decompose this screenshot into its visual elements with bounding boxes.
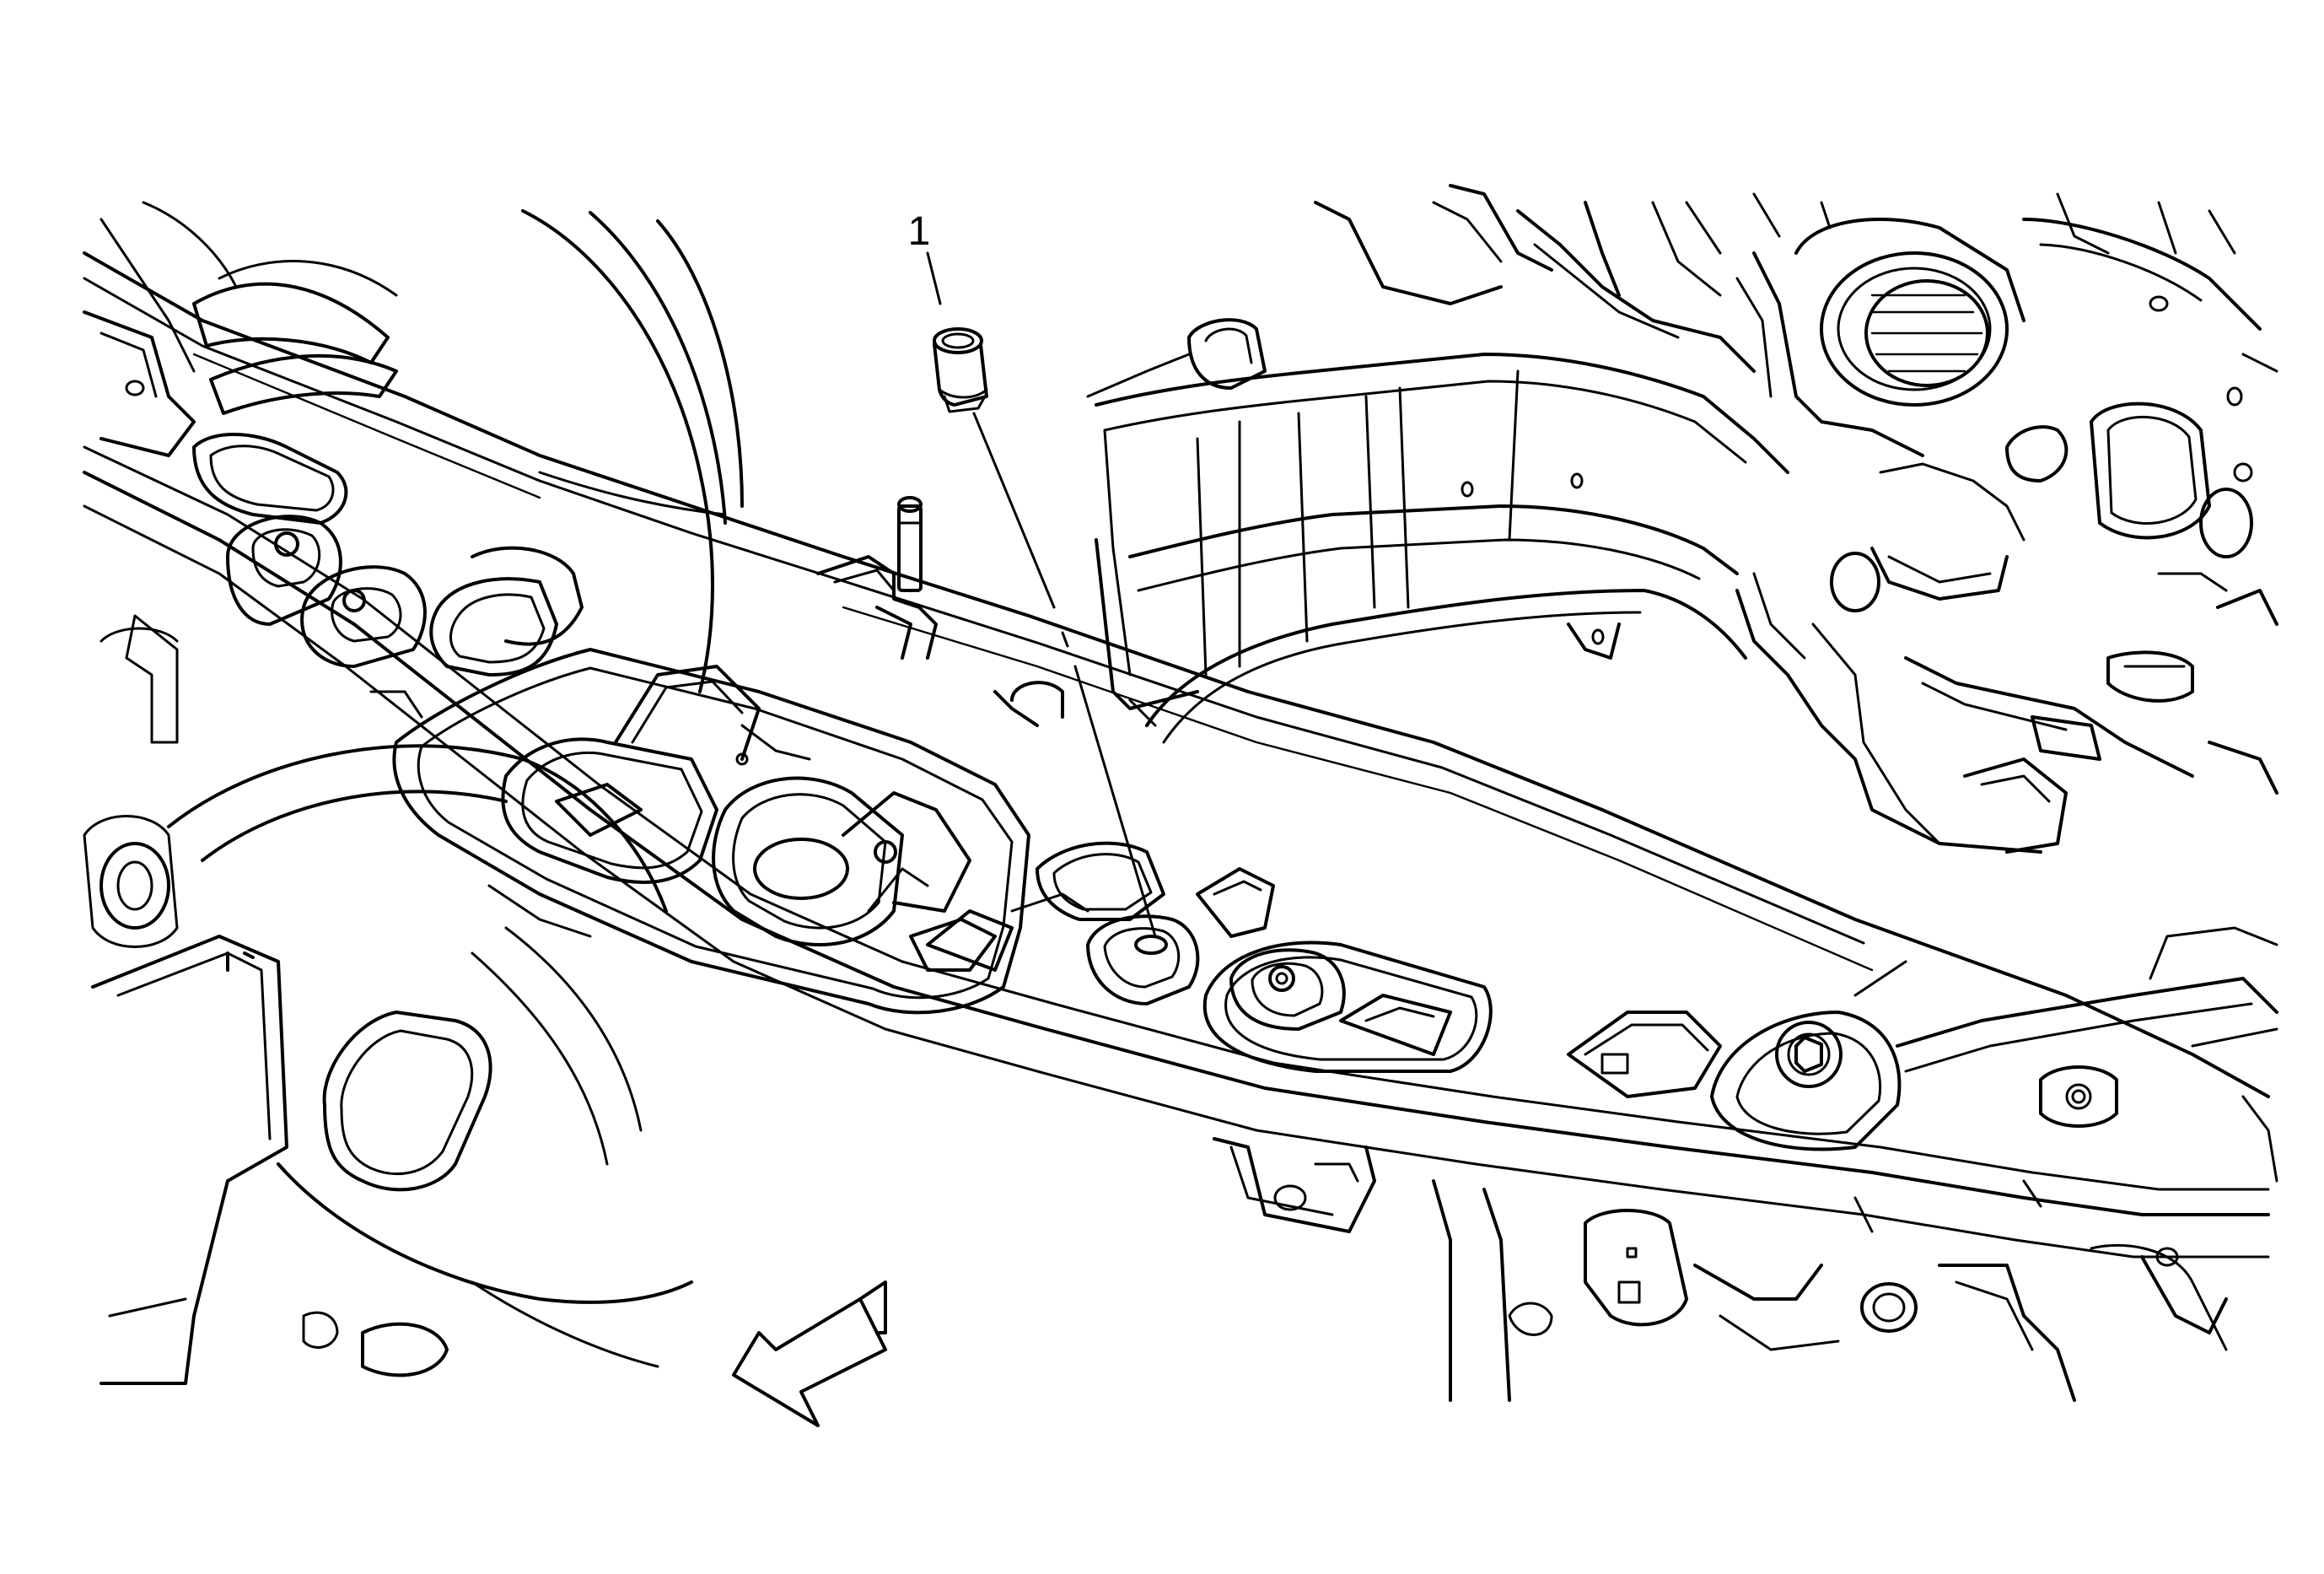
center-locator-pin (816, 496, 1064, 727)
beam-right-pockets (926, 841, 1493, 1073)
beam-right-end (1567, 926, 2278, 1151)
front-direction-arrow-icon (732, 1280, 887, 1427)
right-strut-tower (1314, 184, 2278, 854)
callout-1: 1 (908, 209, 1157, 938)
callout-1-label: 1 (908, 209, 931, 254)
callout-1-leader-bottom (972, 412, 1056, 609)
upper-radiator-support-beam (83, 251, 2270, 1259)
beam-left-pockets (192, 433, 584, 719)
bushing-part-icon (933, 327, 988, 413)
left-wheelhouse (83, 201, 744, 1385)
lower-brackets (1213, 1095, 2278, 1402)
beam-center-pocket (392, 648, 1030, 1015)
callout-1-leader-top (926, 251, 942, 305)
right-frame-rail (1086, 318, 1789, 744)
